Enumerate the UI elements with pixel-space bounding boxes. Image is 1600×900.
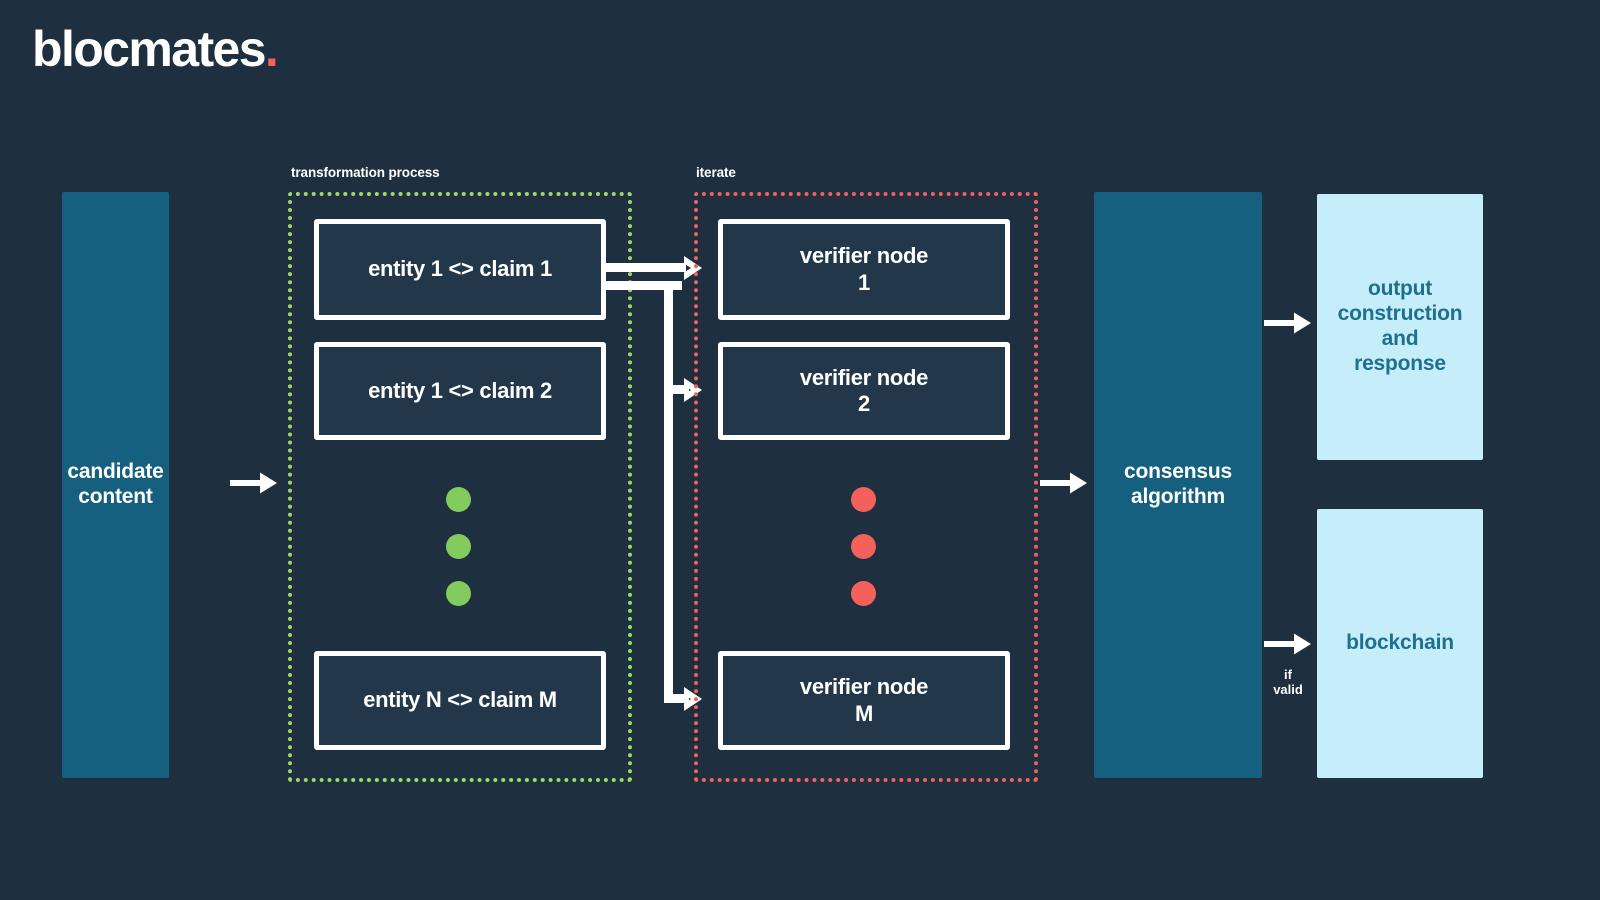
verifier-node-box-1[interactable]: verifier node 1	[718, 219, 1010, 320]
candidate-content-label: candidate content	[67, 460, 164, 508]
connector-segment	[664, 385, 689, 394]
verifier-node-label-1: verifier node 1	[799, 243, 929, 295]
entity-claim-box-n[interactable]: entity N <> claim M	[314, 651, 606, 750]
brand-accent-dot: .	[264, 21, 279, 77]
transformation-process-group-label: transformation process	[291, 165, 440, 180]
entity-claim-box-1[interactable]: entity 1 <> claim 1	[314, 219, 606, 320]
iterate-group	[694, 192, 1038, 782]
iterate-ellipsis-dots	[851, 487, 876, 606]
if-valid-edge-label: if valid	[1273, 667, 1303, 697]
blockchain-box[interactable]: blockchain	[1317, 509, 1483, 778]
ellipsis-dot	[851, 581, 876, 606]
entity-claim-label-1: entity 1 <> claim 1	[368, 256, 552, 282]
verifier-node-label-m: verifier node M	[799, 674, 929, 726]
connector-segment	[664, 281, 673, 703]
arrow-consensus-to-output	[1264, 310, 1312, 336]
ellipsis-dot	[446, 487, 471, 512]
consensus-algorithm-label: consensus algorithm	[1124, 460, 1232, 508]
output-construction-box[interactable]: output construction and response	[1317, 194, 1483, 460]
verifier-node-label-2: verifier node 2	[799, 364, 929, 416]
transformation-ellipsis-dots	[446, 487, 471, 606]
blockchain-label: blockchain	[1346, 631, 1454, 655]
connector-segment	[606, 281, 682, 290]
verifier-node-box-m[interactable]: verifier node M	[718, 651, 1010, 750]
connector-segment	[606, 263, 686, 272]
consensus-algorithm-box[interactable]: consensus algorithm	[1094, 192, 1262, 778]
verifier-node-box-2[interactable]: verifier node 2	[718, 342, 1010, 440]
ellipsis-dot	[446, 581, 471, 606]
arrow-input-to-transformation	[230, 470, 278, 496]
ellipsis-dot	[851, 487, 876, 512]
arrowhead-to-verifier-2	[682, 377, 708, 403]
entity-claim-label-n: entity N <> claim M	[363, 687, 557, 713]
brand-logo: blocmates.	[32, 21, 279, 77]
ellipsis-dot	[446, 534, 471, 559]
ellipsis-dot	[851, 534, 876, 559]
entity-claim-box-2[interactable]: entity 1 <> claim 2	[314, 342, 606, 440]
output-construction-label: output construction and response	[1337, 277, 1463, 375]
connector-segment	[664, 694, 689, 703]
arrowhead-to-verifier-1	[682, 255, 708, 281]
brand-name: blocmates	[32, 21, 267, 77]
candidate-content-box[interactable]: candidate content	[62, 192, 169, 778]
arrowhead-to-verifier-m	[682, 686, 708, 712]
arrow-iterate-to-consensus	[1040, 470, 1088, 496]
transformation-process-group	[288, 192, 632, 782]
arrow-consensus-to-blockchain	[1264, 631, 1312, 657]
entity-claim-label-2: entity 1 <> claim 2	[368, 377, 552, 403]
iterate-group-label: iterate	[696, 165, 736, 180]
